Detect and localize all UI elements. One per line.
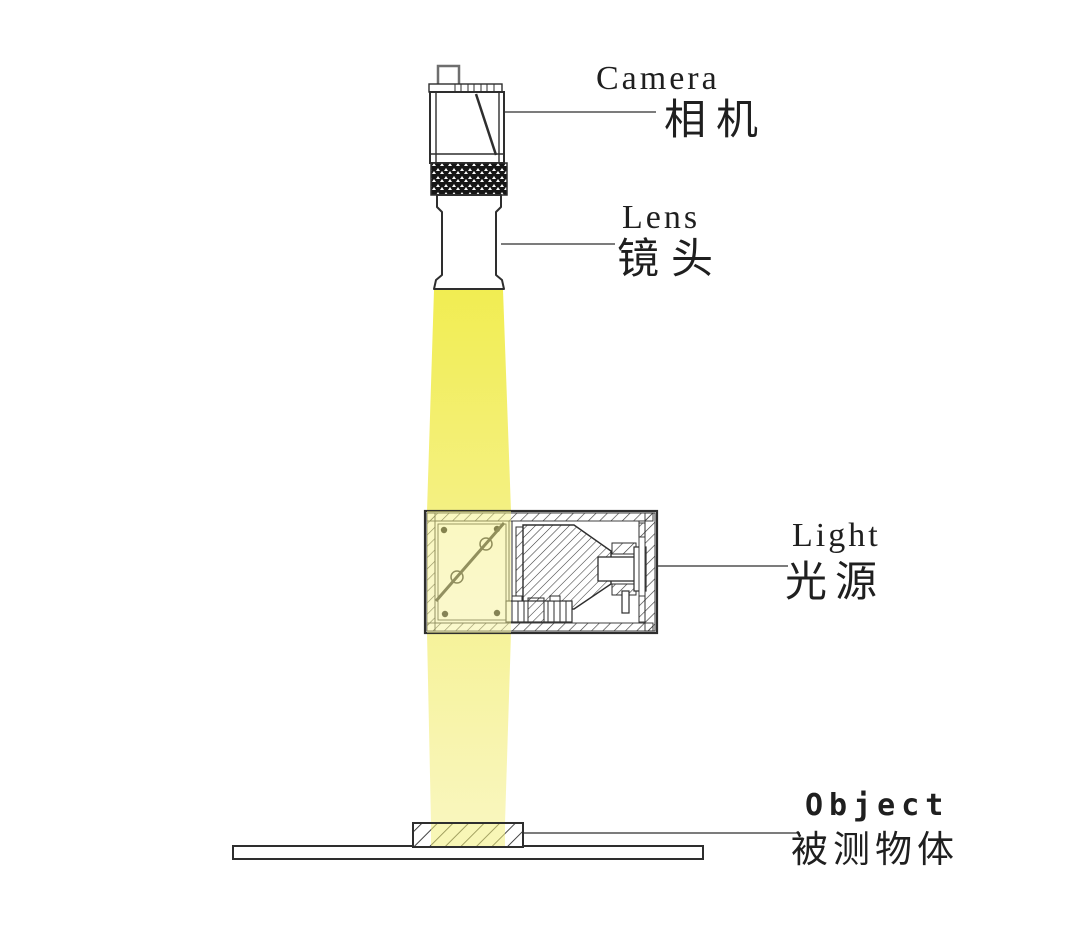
lens-barrel — [433, 194, 505, 290]
lamp-assembly — [505, 520, 647, 624]
leader-lines — [501, 111, 800, 834]
camera-top-strip — [428, 83, 503, 93]
light-beam-lower — [427, 633, 511, 823]
lens-label-en: Lens — [622, 199, 701, 236]
light-label-zh: 光源 — [785, 558, 886, 605]
camera-label-en: Camera — [596, 60, 720, 97]
lens-drawing — [433, 194, 505, 290]
camera-mount-knurled-ring — [430, 162, 508, 196]
beam-spot-on-object — [431, 824, 505, 846]
light-beam-through-box — [427, 511, 511, 633]
camera-drawing — [428, 64, 508, 196]
light-beam-upper — [427, 290, 511, 511]
heatsink-bracket — [505, 595, 573, 623]
camera-connector — [436, 64, 461, 88]
object-block — [412, 822, 524, 848]
camera-label-zh: 相机 — [664, 96, 769, 143]
lens-label-zh: 镜头 — [617, 235, 726, 282]
camera-body-diagonal — [474, 93, 498, 156]
light-label-en: Light — [792, 517, 881, 554]
object-label-en: Object — [805, 788, 950, 823]
camera-body — [429, 91, 505, 164]
light-beam — [427, 290, 511, 823]
object-label-zh: 被测物体 — [791, 829, 959, 870]
